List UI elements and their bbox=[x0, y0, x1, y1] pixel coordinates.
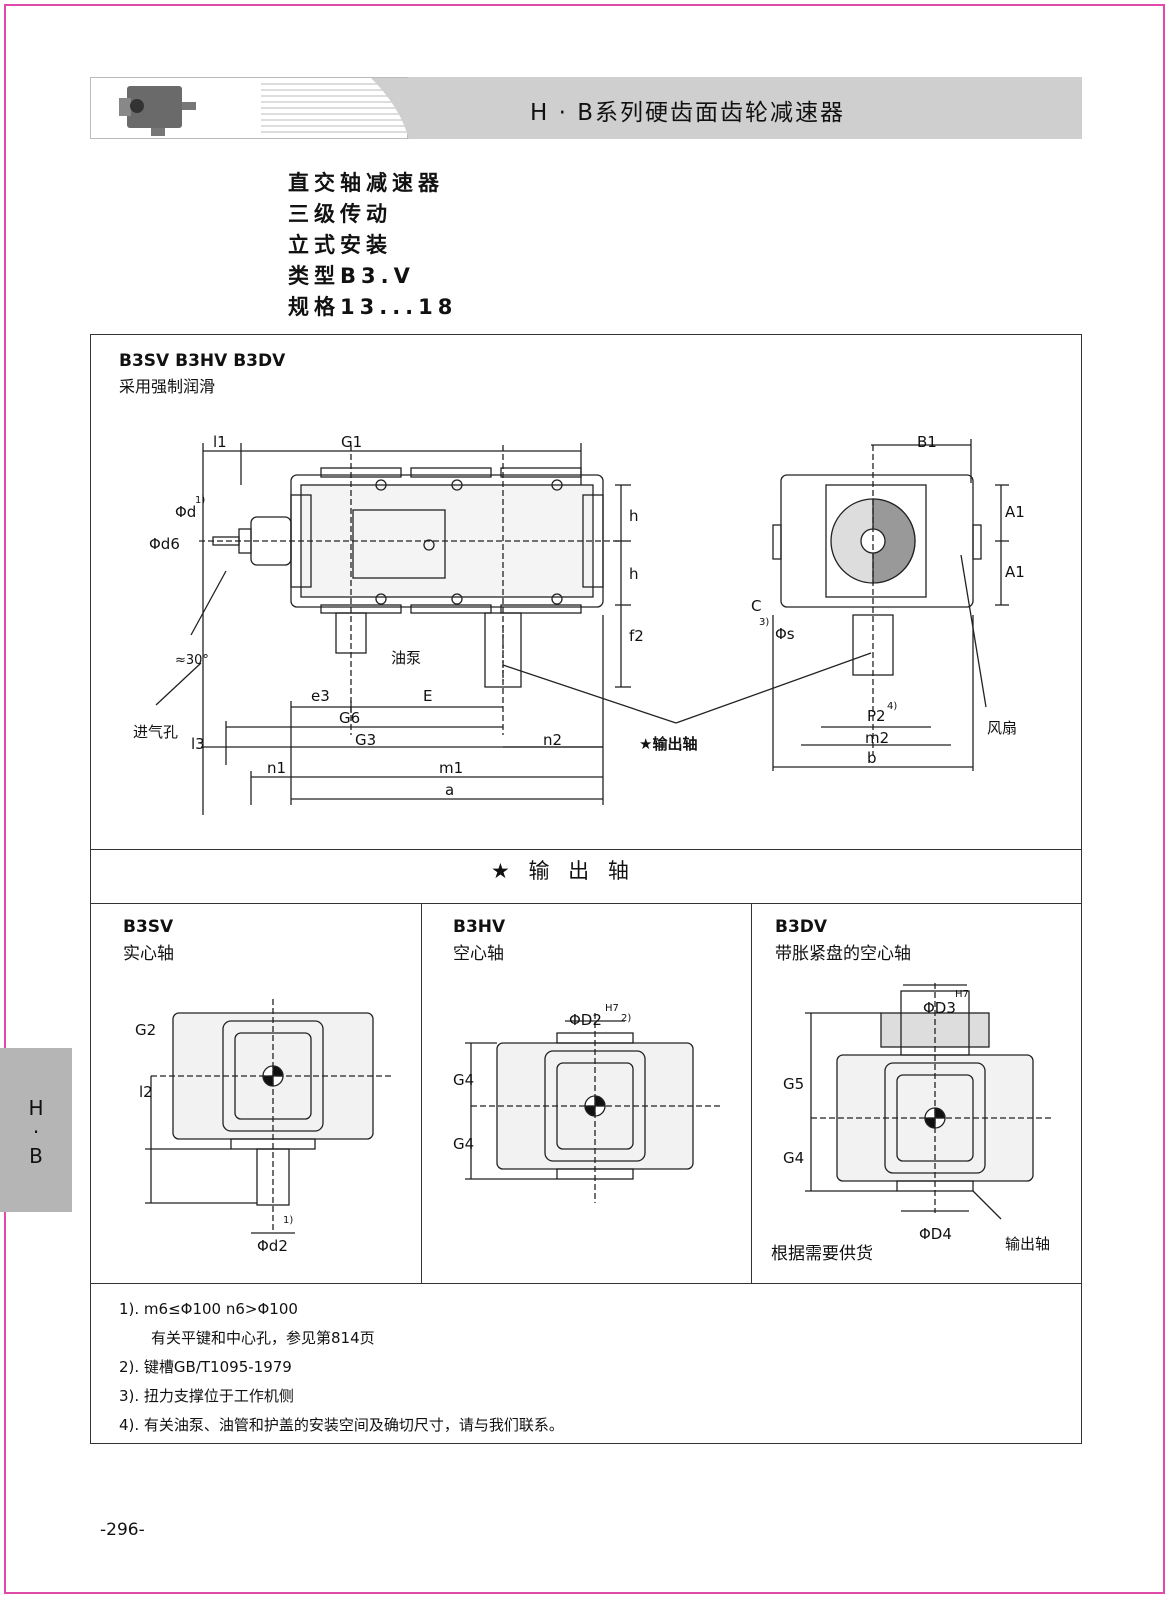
page-border bbox=[4, 4, 1165, 1594]
dim-P2-note: 4) bbox=[887, 701, 898, 712]
air-inlet-label: 进气孔 bbox=[133, 723, 179, 741]
dv-output-label: 输出轴 bbox=[1005, 1235, 1051, 1253]
dim-f2: f2 bbox=[629, 627, 644, 645]
dim-d6: Φd6 bbox=[149, 535, 180, 553]
sv-d2: Φd2 bbox=[257, 1237, 288, 1255]
divider bbox=[751, 903, 752, 1283]
header-bar: H · B系列硬齿面齿轮减速器 bbox=[90, 77, 1082, 140]
footnote: 2). 键槽GB/T1095-1979 bbox=[119, 1358, 292, 1376]
header-title: H · B系列硬齿面齿轮减速器 bbox=[530, 100, 846, 126]
dim-B1: B1 bbox=[917, 433, 937, 451]
dim-E: E bbox=[423, 687, 433, 705]
footnote: 3). 扭力支撑位于工作机侧 bbox=[119, 1387, 294, 1405]
sv-l2: l2 bbox=[139, 1083, 153, 1101]
hv-note: 2) bbox=[621, 1013, 632, 1024]
spec-panel: B3SV B3HV B3DV 采用强制润滑 bbox=[90, 334, 1082, 1444]
dim-A1-top: A1 bbox=[1005, 503, 1025, 521]
dv-code: B3DV bbox=[775, 917, 828, 937]
tab-letter: B bbox=[29, 1144, 43, 1168]
dim-m2: m2 bbox=[865, 729, 890, 747]
dv-D4: ΦD4 bbox=[919, 1225, 952, 1243]
dv-G5: G5 bbox=[783, 1075, 805, 1093]
dv-D3: ΦD3 bbox=[923, 999, 956, 1017]
dim-G3: G3 bbox=[355, 731, 377, 749]
dim-h-bottom: h bbox=[629, 565, 639, 583]
fan-label: 风扇 bbox=[987, 719, 1018, 737]
dim-a: a bbox=[445, 781, 455, 799]
dv-G4: G4 bbox=[783, 1149, 805, 1167]
dv-drawing bbox=[805, 983, 1051, 1220]
type-codes: B3SV B3HV B3DV bbox=[119, 351, 286, 371]
dim-angle: ≈30° bbox=[175, 653, 209, 668]
lubrication-note: 采用强制润滑 bbox=[119, 377, 216, 396]
hv-code: B3HV bbox=[453, 917, 506, 937]
section-tab: H · B bbox=[0, 1048, 72, 1212]
footnotes: 1). m6≤Φ100 n6>Φ100 有关平键和中心孔，参见第814页 2).… bbox=[119, 1295, 564, 1440]
sv-G2: G2 bbox=[135, 1021, 157, 1039]
hv-G4-bottom: G4 bbox=[453, 1135, 475, 1153]
sv-name: 实心轴 bbox=[123, 944, 174, 964]
header-photo-area bbox=[90, 77, 409, 140]
divider bbox=[91, 849, 1081, 850]
divider bbox=[91, 903, 1081, 904]
footnote: 有关平键和中心孔，参见第814页 bbox=[151, 1329, 375, 1347]
dv-tol: H7 bbox=[955, 989, 969, 1000]
output-shaft-banner: ★ 输 出 轴 bbox=[491, 859, 635, 883]
hv-drawing bbox=[465, 1013, 721, 1203]
footnote: 1). m6≤Φ100 n6>Φ100 bbox=[119, 1300, 298, 1318]
intro-line: 立式安装 bbox=[288, 233, 392, 257]
hv-G4-top: G4 bbox=[453, 1071, 475, 1089]
hv-D2: ΦD2 bbox=[569, 1011, 602, 1029]
page-number: -296- bbox=[100, 1520, 145, 1540]
oil-pump-label: 油泵 bbox=[391, 649, 422, 667]
dim-m1: m1 bbox=[439, 759, 464, 777]
intro-line: 三级传动 bbox=[288, 202, 392, 226]
intro-line: 直交轴减速器 bbox=[288, 171, 444, 195]
dim-h-top: h bbox=[629, 507, 639, 525]
hv-name: 空心轴 bbox=[453, 944, 504, 964]
dim-C: C bbox=[751, 597, 762, 615]
hv-tol: H7 bbox=[605, 1003, 619, 1014]
dim-e3: e3 bbox=[311, 687, 330, 705]
dim-P2: P2 bbox=[867, 707, 886, 725]
intro-line: 类型B3.V bbox=[288, 264, 415, 288]
dv-supply-note: 根据需要供货 bbox=[771, 1244, 873, 1264]
sv-code: B3SV bbox=[123, 917, 174, 937]
dim-n2: n2 bbox=[543, 731, 563, 749]
intro-block: 直交轴减速器 三级传动 立式安装 类型B3.V 规格13...18 bbox=[288, 168, 457, 323]
dim-s-note: 3) bbox=[759, 617, 770, 628]
sv-note: 1) bbox=[283, 1215, 294, 1226]
dim-l3: l3 bbox=[191, 735, 205, 753]
dim-d1: Φd bbox=[175, 503, 197, 521]
main-drawing bbox=[155, 439, 1009, 815]
dim-d1-note: 1) bbox=[195, 495, 206, 506]
dim-b: b bbox=[867, 749, 877, 767]
dim-G1: G1 bbox=[341, 433, 363, 451]
dim-l1: l1 bbox=[213, 433, 227, 451]
divider bbox=[421, 903, 422, 1283]
dim-n1: n1 bbox=[267, 759, 287, 777]
dim-G6: G6 bbox=[339, 709, 361, 727]
gearbox-photo-icon bbox=[119, 78, 409, 140]
dv-name: 带胀紧盘的空心轴 bbox=[775, 944, 911, 964]
dim-s: Φs bbox=[775, 625, 795, 643]
output-shaft-label: ★输出轴 bbox=[639, 735, 698, 753]
dim-A1-bottom: A1 bbox=[1005, 563, 1025, 581]
intro-line: 规格13...18 bbox=[288, 295, 458, 319]
tab-dot: · bbox=[32, 1120, 40, 1144]
tab-letter: H bbox=[28, 1096, 44, 1120]
divider bbox=[91, 1283, 1081, 1284]
sv-drawing bbox=[145, 999, 391, 1234]
footnote: 4). 有关油泵、油管和护盖的安装空间及确切尺寸，请与我们联系。 bbox=[119, 1416, 564, 1434]
